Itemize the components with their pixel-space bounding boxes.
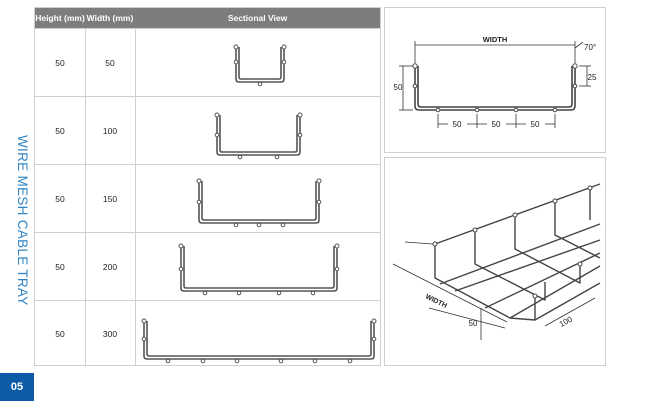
cell-width: 300 [102,328,118,339]
table-header: Height (mm) Width (mm) Sectional View [35,8,380,28]
cell-height: 50 [55,261,65,272]
header-width: Width (mm) [86,13,134,23]
dim-lip-label: 25 [588,73,597,82]
cell-width: 150 [102,193,118,204]
cell-width: 100 [102,125,118,136]
dim-spacing-label-1: 50 [453,120,462,129]
sectional-view-300 [141,318,377,364]
iso-pitch-label: 100 [558,314,574,328]
iso-width-label: WIDTH [424,294,448,310]
side-band [0,0,34,401]
dim-angle-label: 70° [584,43,596,52]
isometric-tray-drawing: WIDTH 50 100 [392,183,601,340]
isometric-panel: WIDTH 50 100 [384,157,606,366]
table-row: 50 200 [35,232,380,300]
cell-height: 50 [55,125,65,136]
section-dimension-panel: WIDTH 70° 50 25 50 50 50 [384,7,606,153]
section-dimension-drawing: WIDTH 70° 50 25 50 50 50 [394,35,597,129]
table-row: 50 50 [35,28,380,96]
side-title: WIRE MESH CABLE TRAY [15,135,30,306]
table-row: 50 150 [35,164,380,232]
cell-height: 50 [55,328,65,339]
sectional-view-100 [214,112,303,160]
header-sectional-view: Sectional View [227,13,288,23]
page-number-badge: 05 [0,373,34,401]
spec-table: Height (mm) Width (mm) Sectional View 50… [34,7,381,366]
sectional-view-50 [233,44,287,87]
cell-width: 200 [102,261,118,272]
table-row: 50 100 [35,96,380,164]
dim-height-label: 50 [394,83,403,92]
cell-height: 50 [55,57,65,68]
cell-height: 50 [55,193,65,204]
cell-width: 50 [105,57,115,68]
header-height: Height (mm) [35,13,85,23]
dim-width-label: WIDTH [483,35,508,44]
sectional-view-150 [196,178,322,228]
dim-spacing-label-3: 50 [531,120,540,129]
sectional-view-200 [178,243,340,296]
table-row: 50 300 [35,300,380,366]
iso-height-label: 50 [469,319,478,328]
dim-spacing-label-2: 50 [492,120,501,129]
